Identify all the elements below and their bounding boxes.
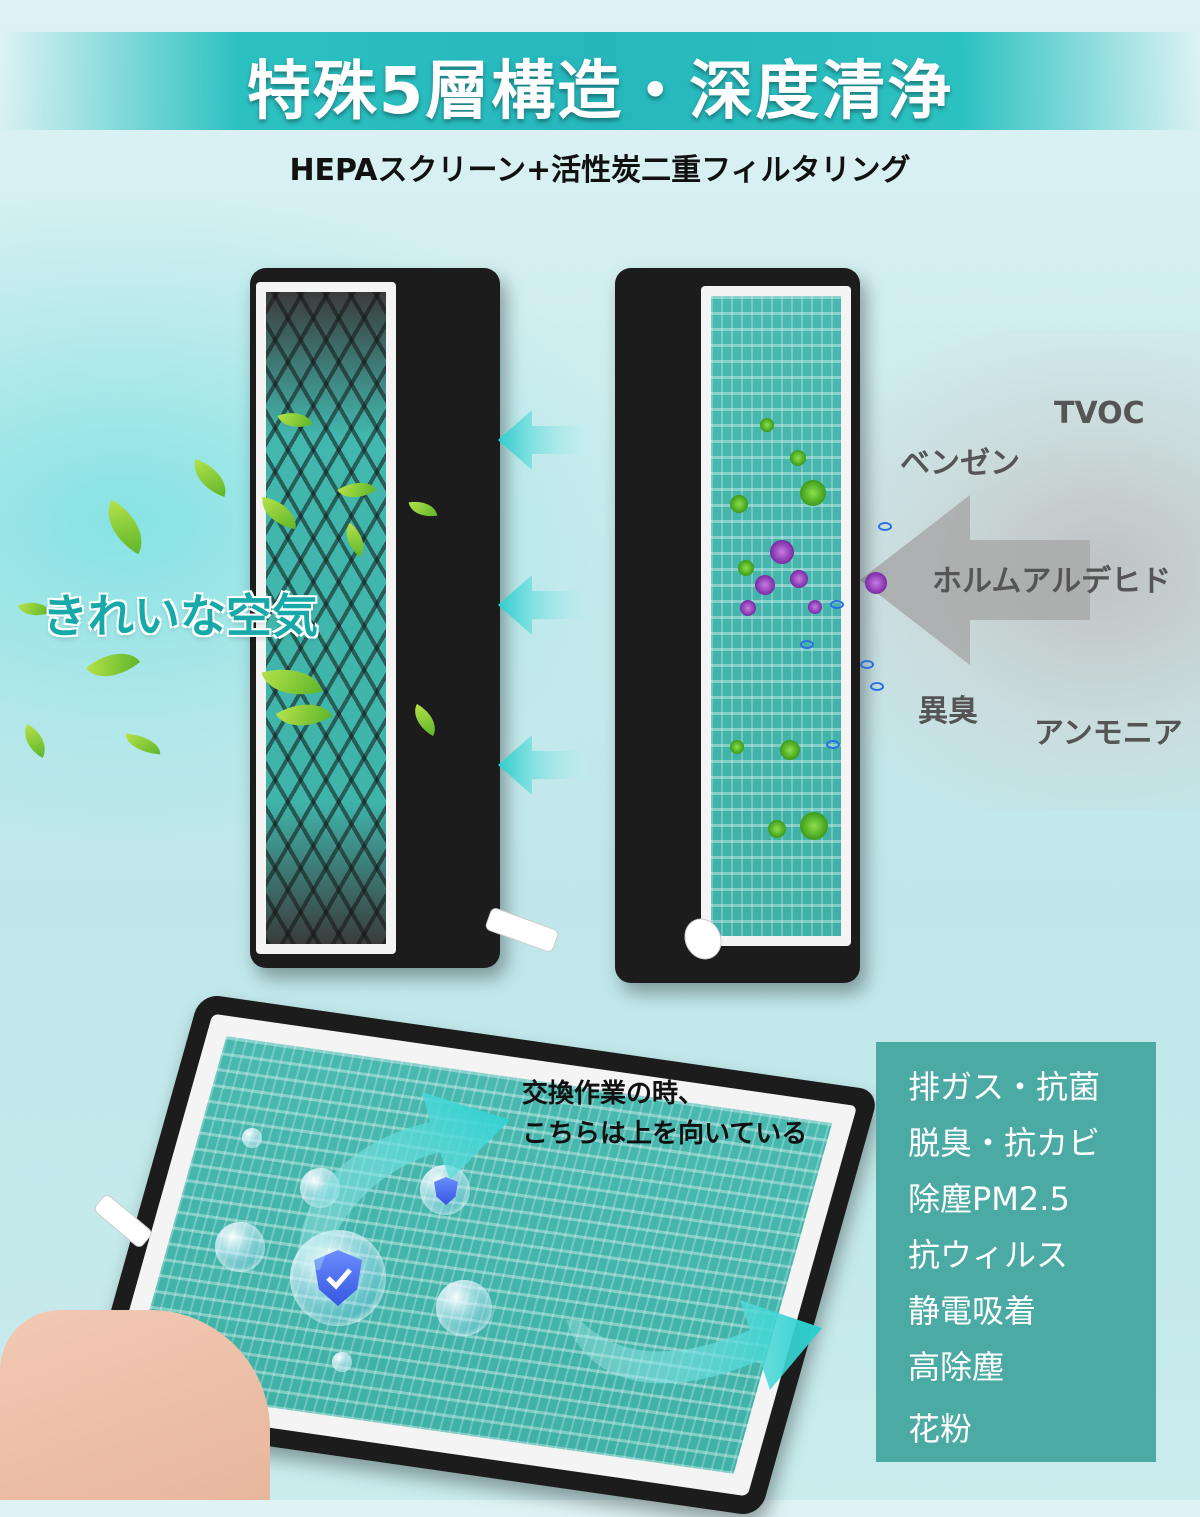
curved-arrow-up-icon — [298, 1092, 510, 1270]
molecule-icon — [870, 682, 884, 691]
pollutant-label-odor: 異臭 — [918, 694, 978, 729]
feature-item: 除塵PM2.5 — [908, 1180, 1070, 1218]
germ-icon — [800, 480, 826, 506]
feature-item: 抗ウィルス — [908, 1236, 1069, 1274]
hepa-layer — [711, 296, 841, 936]
virus-icon — [790, 570, 808, 588]
pull-tab — [484, 906, 560, 954]
filter-carbon-side — [250, 268, 560, 968]
molecule-icon — [800, 640, 814, 649]
filter-hepa-side — [615, 268, 860, 983]
clean-air-label: きれいな空気 — [42, 589, 318, 643]
feature-item: 静電吸着 — [908, 1292, 1037, 1330]
virus-icon — [740, 600, 756, 616]
virus-icon — [865, 572, 887, 594]
curved-arrow-right-icon — [566, 1300, 822, 1390]
germ-icon — [768, 820, 786, 838]
pollutant-label-formaldehyde: ホルムアルデヒド — [932, 564, 1172, 599]
virus-icon — [808, 600, 822, 614]
feature-item: 高除塵 — [908, 1348, 1005, 1386]
germ-icon — [738, 560, 754, 576]
feature-item: 排ガス・抗菌 — [908, 1068, 1101, 1106]
page-title: 特殊5層構造・深度清浄 — [246, 55, 954, 129]
install-note-line1: 交換作業の時、 — [522, 1079, 705, 1109]
germ-icon — [790, 450, 806, 466]
filter-frame — [256, 282, 396, 954]
filter-frame — [701, 286, 851, 946]
install-note: 交換作業の時、 こちらは上を向いている — [522, 1074, 807, 1154]
protection-bubble — [420, 1165, 470, 1215]
molecule-icon — [826, 740, 840, 749]
germ-icon — [780, 740, 800, 760]
activated-carbon-layer — [266, 292, 386, 944]
virus-icon — [770, 540, 794, 564]
protection-bubble — [290, 1230, 386, 1326]
protection-bubble — [242, 1128, 262, 1148]
arrow-left-icon — [498, 735, 588, 795]
pollutant-label-benzene: ベンゼン — [900, 446, 1020, 481]
title-banner — [0, 32, 1200, 130]
feature-item: 脱臭・抗カビ — [908, 1124, 1101, 1162]
polluted-air-arrow-icon — [860, 495, 1090, 665]
protection-bubble — [215, 1222, 265, 1272]
hand-image — [0, 1310, 270, 1500]
pollutant-label-tvoc: TVOC — [1054, 396, 1145, 431]
features-panel: 排ガス・抗菌 脱臭・抗カビ 除塵PM2.5 抗ウィルス 静電吸着 高除塵 花粉 — [876, 1042, 1156, 1462]
germ-icon — [730, 495, 748, 513]
protection-bubble — [332, 1352, 352, 1372]
feature-item: 花粉 — [908, 1410, 973, 1448]
pollutant-label-ammonia: アンモニア — [1034, 716, 1183, 751]
page-subtitle: HEPAスクリーン+活性炭二重フィルタリング — [289, 153, 911, 188]
germ-icon — [760, 418, 774, 432]
arrow-left-icon — [498, 410, 588, 470]
install-note-line2: こちらは上を向いている — [522, 1119, 808, 1149]
germ-icon — [730, 740, 744, 754]
virus-icon — [755, 575, 775, 595]
germ-icon — [800, 812, 828, 840]
molecule-icon — [860, 660, 874, 669]
molecule-icon — [830, 600, 844, 609]
molecule-icon — [878, 522, 892, 531]
arrow-left-icon — [498, 575, 588, 635]
protection-bubble — [436, 1280, 492, 1336]
